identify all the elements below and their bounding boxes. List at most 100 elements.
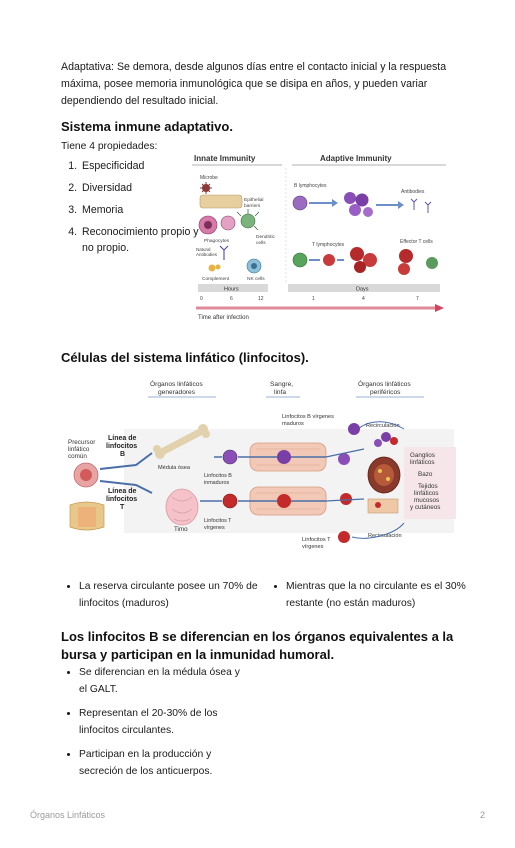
b-lymphocyte bbox=[344, 192, 356, 204]
fig1-tick: 1 bbox=[312, 296, 315, 302]
fig1-tick: 12 bbox=[258, 296, 264, 302]
list-item: Se diferencian en la médula ósea y el GA… bbox=[79, 664, 249, 698]
fig1-natural-antibodies-label: Antibodies bbox=[196, 252, 218, 257]
t-lymphocyte bbox=[350, 247, 364, 261]
fig2-label: mucosos bbox=[414, 497, 439, 504]
naive-t-cell bbox=[338, 531, 350, 543]
fig1-barriers-label: barriers bbox=[244, 203, 261, 209]
fig2-label: común bbox=[68, 453, 87, 460]
list-item: Representan el 20-30% de los linfocitos … bbox=[79, 705, 249, 739]
intro-paragraph: Adaptativa: Se demora, desde algunos día… bbox=[61, 61, 447, 107]
naive-t-cell bbox=[277, 494, 291, 508]
t-lymphocyte bbox=[354, 261, 366, 273]
b-lymphocyte bbox=[349, 204, 361, 216]
fig1-adaptive-title: Adaptive Immunity bbox=[320, 154, 392, 163]
hours-bar bbox=[198, 284, 268, 292]
phagocyte-cell bbox=[220, 215, 236, 231]
heading-b-lymphocytes: Los linfocitos B se diferencian en los ó… bbox=[61, 629, 454, 662]
fig2-label: y cutáneos bbox=[410, 504, 440, 511]
fig2-label: T bbox=[120, 504, 125, 511]
days-bar bbox=[288, 284, 440, 292]
fig2-label: Recirculación bbox=[368, 533, 402, 539]
footer-title: Órganos Linfáticos bbox=[30, 810, 106, 820]
fig2-header: generadores bbox=[158, 389, 196, 396]
fig1-microbe-label: Microbe bbox=[200, 175, 218, 181]
fig2-label: B bbox=[120, 451, 125, 458]
antibody-icon bbox=[219, 245, 229, 260]
mature-b-cell bbox=[338, 453, 350, 465]
lymph-node-icon bbox=[367, 456, 401, 494]
property-item: Diversidad bbox=[80, 180, 205, 196]
fig1-epithelial-label: Epithelial bbox=[244, 197, 263, 203]
fig2-label: linfocitos bbox=[106, 496, 137, 503]
fig1-hours-label: Hours bbox=[224, 287, 239, 293]
complement-icon bbox=[208, 264, 216, 272]
fig1-tick: 0 bbox=[200, 296, 203, 302]
fig2-label: Linfocitos T bbox=[302, 537, 331, 543]
mature-b-cell bbox=[277, 450, 291, 464]
property-item: Memoria bbox=[80, 202, 205, 218]
fig1-tick: 7 bbox=[416, 296, 419, 302]
fig2-label: Ganglios bbox=[410, 452, 435, 459]
antibody-icon bbox=[410, 198, 432, 213]
effector-t-cell bbox=[398, 263, 410, 275]
fig1-tick: 6 bbox=[230, 296, 233, 302]
fig2-label: Tejidos bbox=[418, 483, 438, 490]
fig2-header: linfa bbox=[274, 389, 286, 396]
fig2-label: linfocitos bbox=[106, 443, 137, 450]
microbe-icon bbox=[200, 182, 212, 194]
skin-tissue-icon bbox=[367, 498, 399, 514]
heading-lymphatic-cells: Células del sistema linfático (linfocito… bbox=[61, 350, 309, 365]
fig2-label: vírgenes bbox=[204, 525, 225, 531]
naive-t-cell bbox=[222, 493, 238, 509]
fig1-time-axis-label: Time after infection bbox=[198, 315, 249, 321]
b-lymphocyte bbox=[363, 207, 373, 217]
thymus-icon bbox=[165, 488, 199, 526]
fig2-label: Timo bbox=[174, 526, 188, 533]
t-lymphocyte bbox=[363, 253, 377, 267]
t-lymphocyte bbox=[292, 252, 308, 268]
fig1-effector-t-label: Effector T cells bbox=[400, 239, 433, 245]
fig2-label: Recirculación bbox=[366, 423, 400, 429]
fig2-label: Precursor bbox=[68, 439, 95, 446]
fig1-b-lymph-label: B lymphocytes bbox=[294, 183, 327, 189]
epithelial-barrier bbox=[199, 194, 243, 209]
fig2-label: Linfocitos B bbox=[204, 473, 232, 479]
fig1-complement-label: Complement bbox=[202, 276, 230, 282]
fig1-dendritic-label: Dendritic bbox=[256, 234, 276, 240]
fig2-header: Órganos linfáticos bbox=[150, 379, 203, 388]
b-lymphocyte bbox=[348, 423, 360, 435]
reserve-bullet-left: La reserva circulante posee un 70% de li… bbox=[61, 578, 269, 612]
fig2-header: periféricos bbox=[370, 389, 401, 396]
fig2-label: Linfocitos T bbox=[204, 518, 232, 524]
t-lymphocyte bbox=[323, 254, 335, 266]
dendritic-cell bbox=[240, 213, 256, 229]
b-lymphocyte bbox=[292, 195, 308, 211]
fig1-t-lymph-label: T lymphocytes bbox=[312, 242, 345, 248]
fig1-days-label: Days bbox=[356, 287, 369, 293]
properties-list: Especificidad Diversidad Memoria Reconoc… bbox=[61, 158, 205, 262]
lymph-node-cluster-icon bbox=[374, 432, 398, 447]
bone-icon bbox=[153, 424, 210, 459]
effector-t-cell bbox=[399, 249, 413, 263]
innate-adaptive-figure: Innate Immunity Adaptive Immunity Microb… bbox=[192, 154, 446, 321]
fig2-label: vírgenes bbox=[302, 544, 324, 550]
list-item: La reserva circulante posee un 70% de li… bbox=[79, 578, 269, 612]
property-item: Reconocimiento propio y no propio. bbox=[80, 224, 205, 256]
fig1-natural-label: Natural bbox=[196, 247, 211, 252]
fig1-tick: 4 bbox=[362, 296, 365, 302]
heading-adaptive-immune-system: Sistema inmune adaptativo. bbox=[61, 119, 233, 134]
fig2-label: linfáticos bbox=[410, 459, 435, 466]
fig2-label: Bazo bbox=[418, 471, 433, 478]
fig1-cells-label: cells bbox=[256, 240, 266, 246]
list-item: Mientras que la no circulante es el 30% … bbox=[286, 578, 476, 612]
list-item: Participan en la producción y secreción … bbox=[79, 746, 249, 780]
fig1-phagocytes-label: Phagocytes bbox=[204, 238, 230, 244]
fig2-label: maduros bbox=[282, 421, 304, 427]
target-cell bbox=[426, 257, 438, 269]
fig1-antibodies-label: Antibodies bbox=[401, 189, 425, 195]
properties-intro: Tiene 4 propiedades: bbox=[61, 141, 158, 152]
fig2-header: Sangre, bbox=[270, 381, 293, 388]
fig2-label: Médula ósea bbox=[158, 465, 191, 471]
